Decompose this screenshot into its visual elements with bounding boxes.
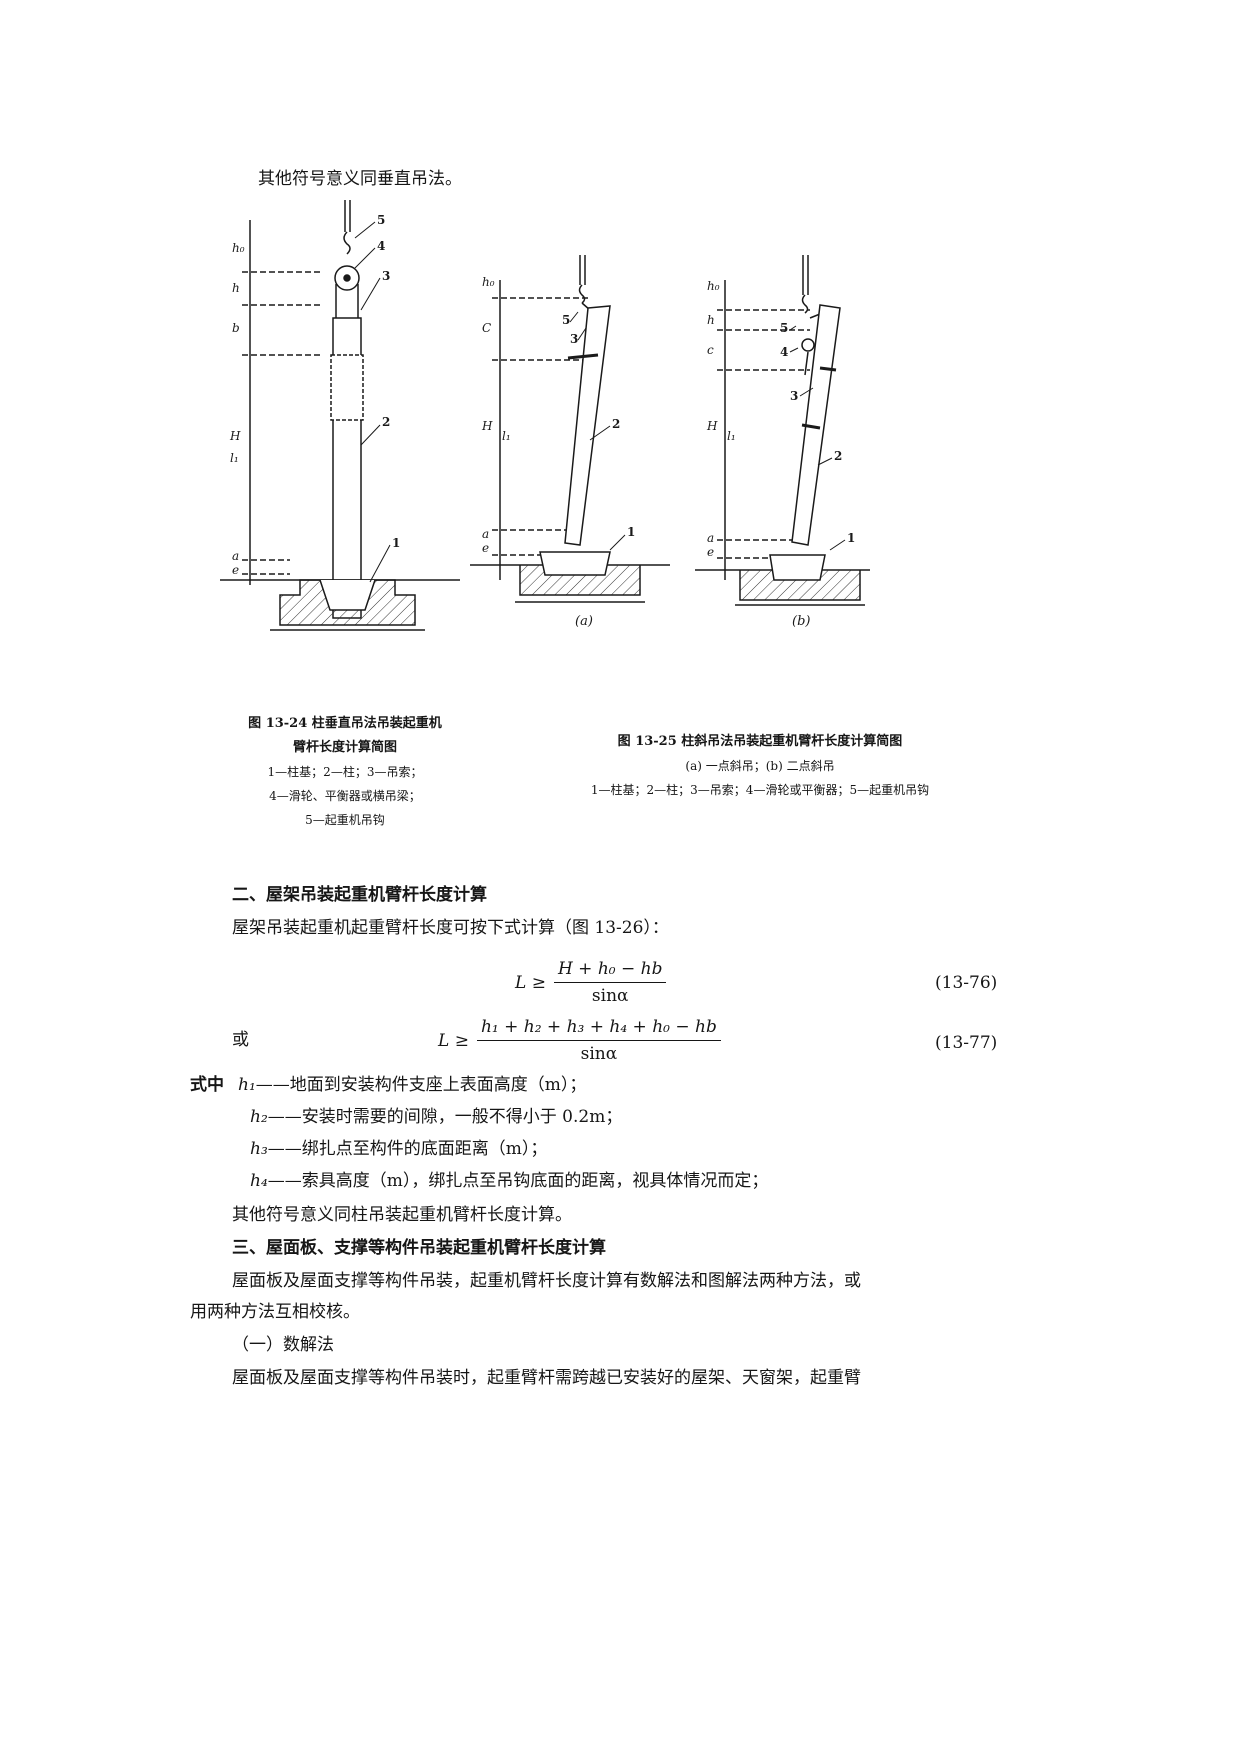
eq76-denominator: sinα — [591, 986, 629, 1006]
fig25b-part-5: 5 — [780, 321, 788, 335]
fig24-caption: 图 13-24 柱垂直吊法吊装起重机 臂杆长度计算简图 1—柱基；2—柱；3—吊… — [205, 712, 485, 832]
fig24-part-4: 4 — [377, 239, 385, 253]
section2-closing: 其他符号意义同柱吊装起重机臂杆长度计算。 — [232, 1205, 572, 1225]
fig25a-dim-e: e — [482, 541, 489, 555]
def-h1: h₁——地面到安装构件支座上表面高度（m）； — [238, 1074, 586, 1096]
eq76-fraction: H + h₀ − hb sinα — [553, 958, 667, 1007]
section3-para1-line1: 屋面板及屋面支撑等构件吊装，起重机臂杆长度计算有数解法和图解法两种方法，或 — [232, 1271, 861, 1291]
or-word: 或 — [232, 1030, 249, 1050]
fig25a-diagram — [470, 255, 670, 603]
def-h2-text: ——安装时需要的间隙，一般不得小于 0.2m； — [267, 1107, 623, 1127]
eq77-denominator: sinα — [580, 1044, 618, 1064]
fig25b-dim-a: a — [707, 531, 714, 545]
fig25a-dim-H: H — [481, 419, 493, 433]
eq77-number: (13-77) — [935, 1033, 998, 1053]
def-h1-text: ——地面到安装构件支座上表面高度（m）； — [255, 1075, 587, 1095]
section2-heading: 二、屋架吊装起重机臂杆长度计算 — [232, 885, 487, 905]
fig24-dim-h0: h₀ — [232, 241, 245, 255]
fig25b-diagram — [695, 255, 870, 606]
fig25b-dim-e: e — [707, 545, 714, 559]
def-h3: h₃——绑扎点至构件的底面距离（m）； — [250, 1138, 547, 1160]
section3-subheading: （一）数解法 — [232, 1335, 334, 1355]
fig25b-part-3: 3 — [790, 389, 798, 403]
equation-13-76: L ≥ H + h₀ − hb sinα — [515, 958, 667, 1007]
eq77-numerator: h₁ + h₂ + h₃ + h₄ + h₀ − hb — [476, 1016, 721, 1041]
fig25b-dim-h: h — [707, 313, 715, 327]
section3-para2: 屋面板及屋面支撑等构件吊装时，起重臂杆需跨越已安装好的屋架、天窗架，起重臂 — [232, 1368, 861, 1388]
fig25b-part-4: 4 — [780, 345, 788, 359]
fig24-legend-1: 1—柱基；2—柱；3—吊索； — [267, 765, 423, 779]
def-h3-text: ——绑扎点至构件的底面距离（m）； — [267, 1139, 548, 1159]
eq77-fraction: h₁ + h₂ + h₃ + h₄ + h₀ − hb sinα — [476, 1016, 721, 1065]
section3-heading: 三、屋面板、支撑等构件吊装起重机臂杆长度计算 — [232, 1238, 606, 1258]
fig25a-part-1: 1 — [627, 525, 635, 539]
fig25b-dim-c: c — [707, 343, 714, 357]
fig24-dim-a: a — [232, 549, 239, 563]
fig25-caption-title: 图 13-25 柱斜吊法吊装起重机臂杆长度计算简图 — [617, 734, 903, 749]
eq76-number: (13-76) — [935, 973, 998, 993]
fig24-diagram — [220, 200, 460, 631]
fig25b-part-2: 2 — [834, 449, 842, 463]
fig24-dim-H: H — [229, 429, 241, 443]
fig24-dim-h: h — [232, 281, 240, 295]
def-h1-symbol: h₁ — [238, 1075, 256, 1095]
fig25b-label: (b) — [792, 614, 810, 629]
fig24-legend-3: 5—起重机吊钩 — [305, 813, 385, 827]
fig25-legend: 1—柱基；2—柱；3—吊索；4—滑轮或平衡器；5—起重机吊钩 — [590, 783, 930, 797]
fig24-part-2: 2 — [382, 415, 390, 429]
def-h4: h₄——索具高度（m），绑扎点至吊钩底面的距离，视具体情况而定； — [250, 1170, 768, 1192]
fig24-legend-2: 4—滑轮、平衡器或横吊梁； — [269, 789, 421, 803]
where-label: 式中 — [190, 1075, 224, 1095]
fig25a-dim-h0: h₀ — [482, 275, 495, 289]
fig25a-dim-l1: l₁ — [502, 429, 511, 443]
section3-para1-line2: 用两种方法互相校核。 — [190, 1302, 360, 1322]
fig25a-dim-a: a — [482, 527, 489, 541]
eq76-numerator: H + h₀ − hb — [553, 958, 667, 983]
eq76-lhs: L ≥ — [515, 972, 546, 993]
fig24-caption-title-2: 臂杆长度计算简图 — [292, 740, 397, 755]
fig25a-part-5: 5 — [562, 313, 570, 327]
fig24-part-3: 3 — [382, 269, 390, 283]
def-h3-symbol: h₃ — [250, 1139, 268, 1159]
fig24-part-1: 1 — [392, 536, 400, 550]
equation-13-77: L ≥ h₁ + h₂ + h₃ + h₄ + h₀ − hb sinα — [438, 1016, 721, 1065]
eq77-lhs: L ≥ — [438, 1030, 469, 1051]
fig25a-label: (a) — [575, 614, 593, 629]
fig25b-part-1: 1 — [847, 531, 855, 545]
fig25a-part-3: 3 — [570, 332, 578, 346]
top-note: 其他符号意义同垂直吊法。 — [258, 169, 462, 189]
def-h2: h₂——安装时需要的间隙，一般不得小于 0.2m； — [250, 1106, 622, 1128]
def-h4-symbol: h₄ — [250, 1171, 268, 1191]
fig25b-dim-h0: h₀ — [707, 279, 720, 293]
fig25b-dim-l1: l₁ — [727, 429, 736, 443]
def-h4-text: ——索具高度（m），绑扎点至吊钩底面的距离，视具体情况而定； — [267, 1171, 769, 1191]
fig24-dim-l1: l₁ — [230, 451, 239, 465]
fig24-part-5: 5 — [377, 213, 385, 227]
fig25b-dim-H: H — [706, 419, 718, 433]
figures-svg: h₀ h b H l₁ e a 5 4 3 2 1 h₀ C H l₁ e a … — [220, 200, 870, 631]
fig25-caption: 图 13-25 柱斜吊法吊装起重机臂杆长度计算简图 (a) 一点斜吊；(b) 二… — [520, 730, 1000, 802]
fig24-dim-b: b — [232, 321, 240, 335]
fig24-dim-e: e — [232, 563, 239, 577]
fig25a-dim-C: C — [482, 321, 491, 335]
fig25-caption-sub: (a) 一点斜吊；(b) 二点斜吊 — [685, 759, 835, 773]
def-h2-symbol: h₂ — [250, 1107, 268, 1127]
fig24-caption-title-1: 图 13-24 柱垂直吊法吊装起重机 — [248, 716, 442, 731]
fig25a-part-2: 2 — [612, 417, 620, 431]
section2-intro: 屋架吊装起重机起重臂杆长度可按下式计算（图 13-26）： — [232, 918, 669, 938]
